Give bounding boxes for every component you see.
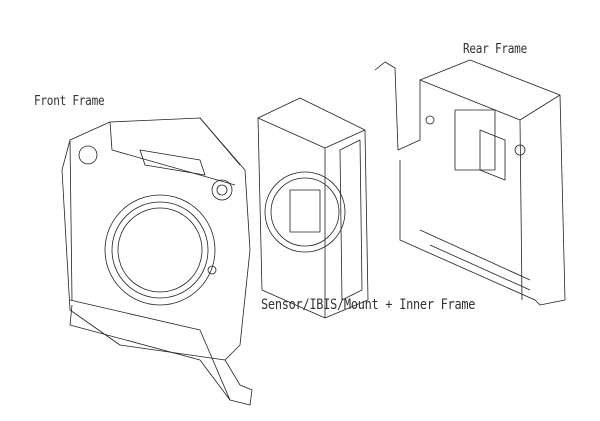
rear-frame-label: Rear Frame: [463, 42, 527, 57]
front-frame-drawing: [61, 117, 253, 406]
rear-frame-drawing: [374, 59, 566, 306]
front-frame-label: Front Frame: [34, 94, 105, 109]
inner-frame-drawing: [257, 97, 369, 319]
inner-frame-label: Sensor/IBIS/Mount + Inner Frame: [261, 297, 476, 313]
